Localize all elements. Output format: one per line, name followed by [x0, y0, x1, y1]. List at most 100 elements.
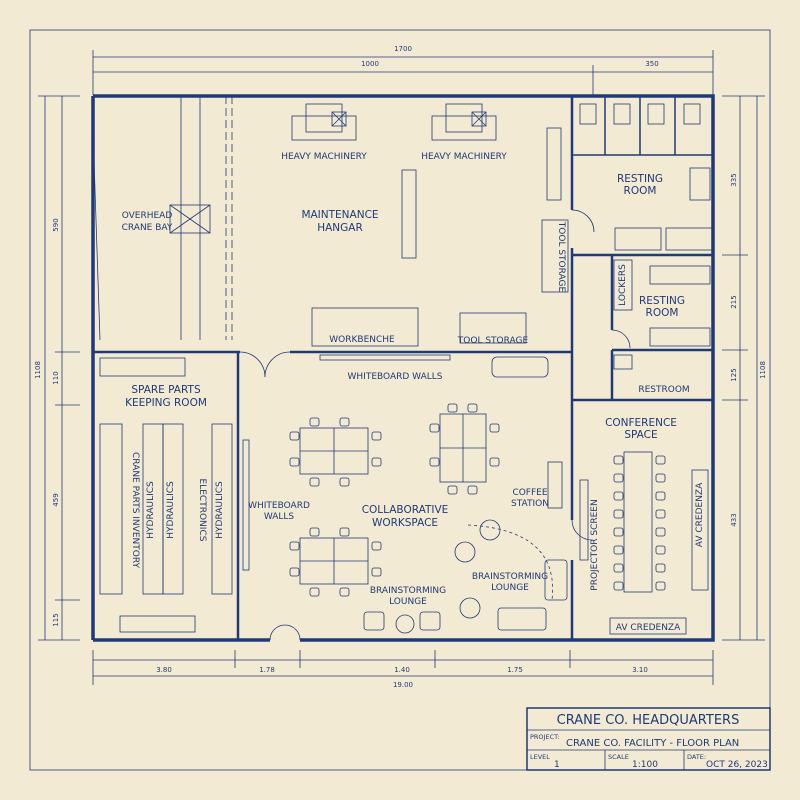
whiteboard-walls-left-label-2: WALLS [264, 512, 295, 522]
chair [613, 491, 624, 501]
dim-right-335: 335 [730, 173, 738, 186]
chair [339, 477, 350, 487]
dim-top-left: 1000 [361, 60, 379, 68]
spare-parts-shelving [99, 357, 250, 633]
date-field-label: DATE: [687, 753, 706, 761]
door-swings [239, 209, 631, 641]
tool-storage-label: TOOL STORAGE [457, 336, 529, 346]
overhead-crane-label-1: OVERHEAD [122, 211, 173, 221]
dim-right-125: 125 [730, 368, 738, 381]
chair [613, 527, 624, 537]
chair [655, 527, 666, 537]
sheet-border [29, 29, 771, 771]
title-block: CRANE CO. HEADQUARTERS PROJECT: CRANE CO… [526, 707, 771, 771]
av-credenza-vertical-label: AV CREDENZA [695, 482, 705, 547]
workstation-cluster-right [439, 413, 487, 483]
dim-left-115: 115 [52, 613, 60, 626]
av-credenza-label: AV CREDENZA [616, 623, 681, 633]
hangar-label-1: MAINTENANCE [301, 209, 378, 221]
coffee-station-label-2: STATION [511, 499, 549, 509]
scale-field-value: 1:100 [632, 760, 658, 770]
chair [655, 473, 666, 483]
chair [613, 581, 624, 591]
chair [289, 457, 300, 467]
chair [489, 457, 500, 467]
dim-left-110: 110 [52, 371, 60, 384]
dim-left-590: 590 [52, 218, 60, 231]
dim-top-right: 350 [645, 60, 658, 68]
chair [309, 587, 320, 597]
project-field-value: CRANE CO. FACILITY - FLOOR PLAN [566, 738, 739, 749]
overhead-crane-label-2: CRANE BAY [122, 223, 173, 233]
chair [429, 423, 440, 433]
chair [655, 545, 666, 555]
restroom-label: RESTROOM [638, 385, 689, 395]
exterior-walls [91, 94, 715, 642]
whiteboard-top [319, 354, 451, 361]
chair [447, 403, 458, 413]
dim-bottom-2: 1.78 [259, 666, 275, 674]
whiteboard-walls-left-label-1: WHITEBOARD [248, 501, 310, 511]
title-block-title: CRANE CO. HEADQUARTERS [557, 713, 740, 728]
resting-room-1-label-1: RESTING [617, 173, 663, 185]
brainstorming-lounge-a-label-1: BRAINSTORMING [370, 586, 446, 596]
heavy-machinery-label-1: HEAVY MACHINERY [281, 152, 367, 162]
resting-room-1-label-2: ROOM [624, 185, 657, 197]
hydraulics-label-2: HYDRAULICS [166, 481, 176, 539]
chair [655, 581, 666, 591]
room-labels: OVERHEAD CRANE BAY HEAVY MACHINERY HEAVY… [122, 152, 705, 633]
chair [613, 563, 624, 573]
heavy-machinery-label-2: HEAVY MACHINERY [421, 152, 507, 162]
workbenche-label: WORKBENCHE [329, 335, 395, 345]
chair [309, 477, 320, 487]
conference-furniture [579, 451, 709, 635]
chair [655, 491, 666, 501]
dimension-lines [38, 50, 765, 685]
hydraulics-label-1: HYDRAULICS [146, 481, 156, 539]
dim-bottom-4: 1.75 [507, 666, 523, 674]
chair [467, 403, 478, 413]
brainstorming-lounge-a-label-2: LOUNGE [389, 597, 427, 607]
chair [467, 485, 478, 495]
chair [371, 541, 382, 551]
chair [339, 527, 350, 537]
chair [429, 457, 440, 467]
chair [289, 567, 300, 577]
lockers-label: LOCKERS [618, 264, 628, 306]
lounge-furniture [363, 519, 568, 634]
hangar-label-2: HANGAR [317, 222, 363, 234]
whiteboard-walls-top-label: WHITEBOARD WALLS [348, 372, 443, 382]
chair [613, 545, 624, 555]
resting-room-2-label-1: RESTING [639, 295, 685, 307]
center-column [401, 169, 417, 259]
chair [613, 473, 624, 483]
heavy-machinery-1 [291, 103, 357, 141]
dim-bottom-total: 19.00 [393, 681, 413, 689]
chair [371, 431, 382, 441]
chair [289, 541, 300, 551]
restroom-fixtures [579, 103, 713, 370]
chair [339, 417, 350, 427]
interior-walls [93, 96, 713, 640]
collaborative-workspace-label-1: COLLABORATIVE [362, 504, 449, 516]
dim-right-215: 215 [730, 295, 738, 308]
project-field-label: PROJECT: [530, 733, 560, 741]
dim-bottom-1: 3.80 [156, 666, 172, 674]
level-field-value: 1 [554, 760, 560, 770]
chair [613, 509, 624, 519]
chair [613, 455, 624, 465]
dim-right-total: 1108 [759, 361, 767, 379]
coffee-station-label-1: COFFEE [512, 488, 547, 498]
level-field-label: LEVEL [530, 753, 550, 761]
chair [371, 457, 382, 467]
coffee-counter [547, 461, 563, 509]
tool-storage-cabinet [541, 219, 569, 293]
chair [309, 417, 320, 427]
crane-rails [92, 96, 233, 341]
dim-right-433: 433 [730, 513, 738, 526]
resting-room-2-label-2: ROOM [646, 307, 679, 319]
workbench [311, 307, 419, 347]
chair [447, 485, 458, 495]
